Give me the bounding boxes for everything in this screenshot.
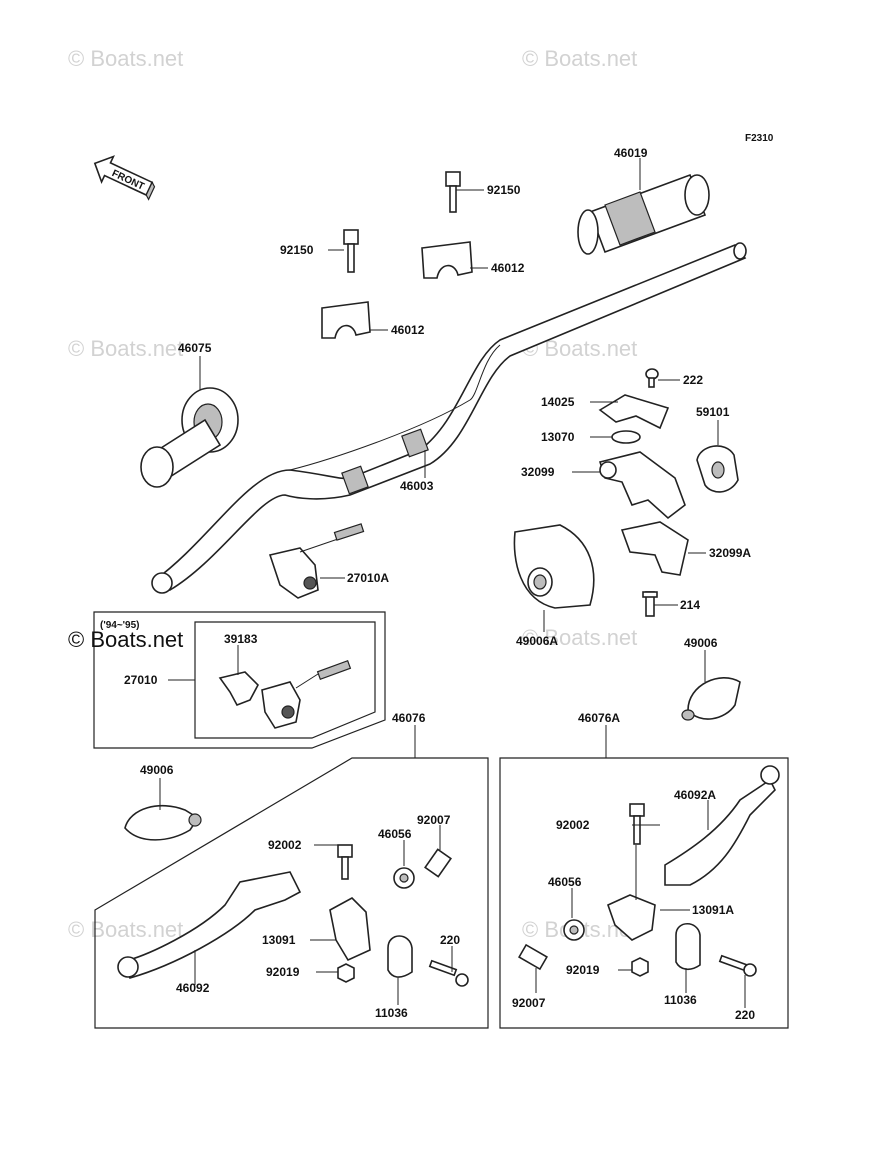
- watermark: © Boats.net: [522, 46, 637, 71]
- bolt-92150-b: [343, 229, 359, 273]
- housing-32099A: [620, 521, 689, 576]
- watermark: © Boats.net: [68, 627, 183, 652]
- label-11036-left: 11036: [375, 1006, 408, 1020]
- label-27010A: 27010A: [347, 571, 389, 585]
- watermark: © Boats.net: [68, 336, 183, 361]
- label-27010: 27010: [124, 673, 158, 687]
- label-214: 214: [680, 598, 700, 612]
- part-59101: [696, 445, 739, 493]
- switch-27010A: [268, 523, 365, 599]
- leader-lines: [159, 158, 746, 1008]
- label-46076A: 46076A: [578, 711, 620, 725]
- label-32099A: 32099A: [709, 546, 751, 560]
- label-92002-right: 92002: [556, 818, 590, 832]
- label-92150-b: 92150: [280, 243, 314, 257]
- label-92007-left: 92007: [417, 813, 451, 827]
- clamp-13070: [611, 430, 641, 444]
- inset-94-95: ('94~'95) © Boats.net: [68, 611, 386, 749]
- label-39183: 39183: [224, 632, 258, 646]
- cover-49006-left: [124, 804, 202, 841]
- label-46056-right: 46056: [548, 875, 582, 889]
- screw-222: [645, 368, 659, 388]
- screw-214: [642, 591, 658, 617]
- lever-assembly-46076A: [499, 757, 789, 1029]
- figure-code: F2310: [745, 133, 774, 144]
- label-92002-left: 92002: [268, 838, 302, 852]
- label-92019-right: 92019: [566, 963, 600, 977]
- label-46092: 46092: [176, 981, 210, 995]
- label-46076: 46076: [392, 711, 426, 725]
- label-49006-left: 49006: [140, 763, 174, 777]
- label-49006-right: 49006: [684, 636, 718, 650]
- clamp-46012-b: [321, 301, 371, 339]
- label-13091: 13091: [262, 933, 296, 947]
- label-13070: 13070: [541, 430, 575, 444]
- handlebar-46003: [151, 242, 747, 594]
- label-46056-left: 46056: [378, 827, 412, 841]
- label-46003: 46003: [400, 479, 434, 493]
- lever-assembly-46076: [94, 757, 489, 1029]
- label-222: 222: [683, 373, 703, 387]
- bolt-92150-a: [445, 171, 461, 213]
- front-arrow-icon: FRONT: [93, 155, 156, 201]
- year-note: ('94~'95): [100, 620, 140, 631]
- label-92019-left: 92019: [266, 965, 300, 979]
- label-46075: 46075: [178, 341, 212, 355]
- cover-49006-right: [681, 677, 741, 721]
- watermark: © Boats.net: [68, 46, 183, 71]
- label-59101: 59101: [696, 405, 730, 419]
- plate-49006A: [513, 524, 595, 609]
- label-46012-b: 46012: [391, 323, 425, 337]
- label-220-right: 220: [735, 1008, 755, 1022]
- label-220-left: 220: [440, 933, 460, 947]
- housing-32099: [598, 451, 686, 520]
- label-49006A: 49006A: [516, 634, 558, 648]
- label-92007-right: 92007: [512, 996, 546, 1010]
- label-46019: 46019: [614, 146, 648, 160]
- bracket-14025: [598, 394, 670, 430]
- label-46012-a: 46012: [491, 261, 525, 275]
- grip-46075: [140, 387, 239, 488]
- grip-46019: [577, 173, 710, 255]
- part-labels: 46019 92150 92150 46012 46012 46075 222 …: [124, 146, 755, 1022]
- watermark-group: © Boats.net © Boats.net © Boats.net © Bo…: [68, 46, 637, 942]
- clamp-46012-a: [421, 241, 473, 279]
- watermark: © Boats.net: [522, 625, 637, 650]
- label-92150-a: 92150: [487, 183, 521, 197]
- watermark: © Boats.net: [68, 917, 183, 942]
- label-13091A: 13091A: [692, 903, 734, 917]
- label-32099: 32099: [521, 465, 555, 479]
- label-14025: 14025: [541, 395, 575, 409]
- label-11036-right: 11036: [664, 993, 697, 1007]
- label-46092A: 46092A: [674, 788, 716, 802]
